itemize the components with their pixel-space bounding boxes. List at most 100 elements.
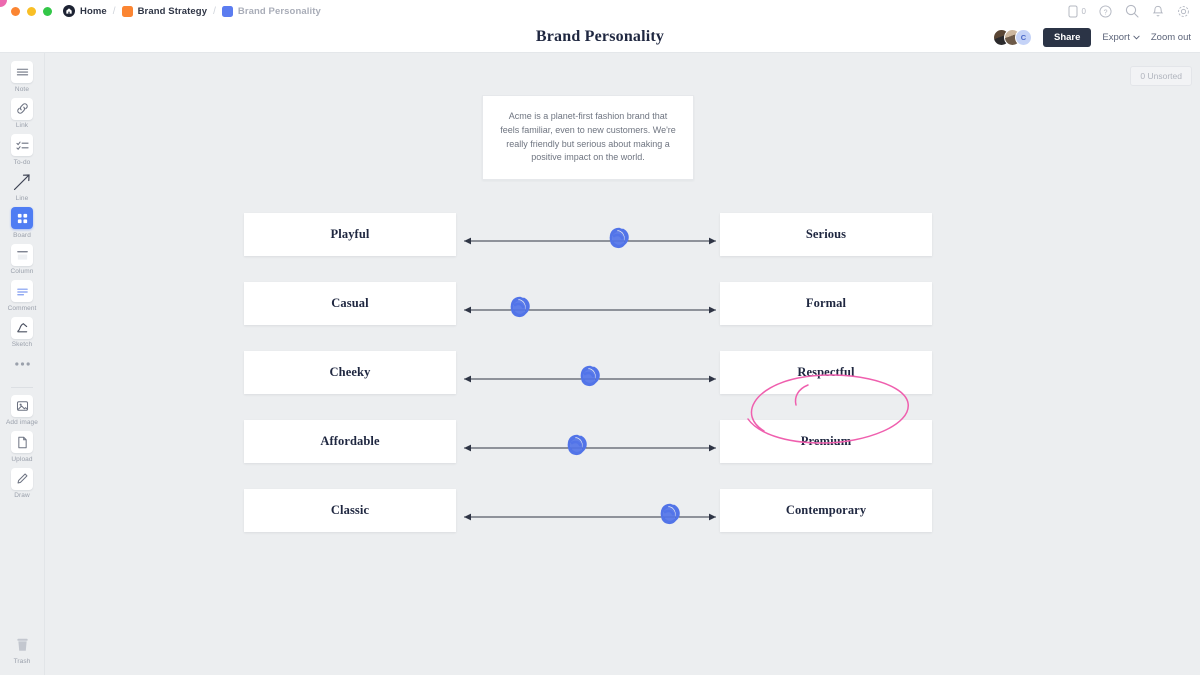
- slider-left-label: Classic: [330, 503, 370, 517]
- brand-description-note[interactable]: Acme is a planet-first fashion brand tha…: [482, 95, 694, 180]
- settings-icon[interactable]: [1177, 5, 1190, 18]
- slider-left-label: Cheeky: [329, 365, 371, 379]
- slider-axis[interactable]: [456, 227, 724, 248]
- unsorted-badge[interactable]: 0 Unsorted: [1130, 66, 1192, 86]
- avatar[interactable]: C: [1014, 29, 1032, 46]
- traffic-lights: [0, 6, 52, 16]
- page-title: Brand Personality: [535, 28, 665, 45]
- home-icon: [63, 5, 75, 17]
- slider-row: Classic: [46, 489, 1200, 558]
- slider-marker[interactable]: [562, 431, 592, 459]
- slider-marker[interactable]: [655, 500, 685, 528]
- export-button[interactable]: Export: [1102, 32, 1140, 43]
- slider-marker[interactable]: [575, 362, 605, 390]
- sidebar-item-link[interactable]: Link: [0, 97, 45, 129]
- tool-rail: Note Link To-do Line Board: [0, 53, 45, 675]
- sidebar-label-link: To-do: [13, 158, 31, 166]
- sidebar-label-column: Column: [10, 268, 34, 275]
- comment-icon: [11, 280, 33, 302]
- slider-right-label: Respectful: [797, 365, 855, 379]
- sidebar-label-line: Line: [15, 195, 29, 202]
- board-grid-icon: [11, 207, 33, 229]
- svg-text:?: ?: [1104, 9, 1108, 16]
- mobile-count: 0: [1081, 6, 1086, 16]
- notifications-icon[interactable]: [1152, 5, 1164, 18]
- slider-right-label: Formal: [805, 296, 847, 310]
- minimize-window-button[interactable]: [27, 6, 36, 16]
- upload-file-icon: [11, 431, 33, 453]
- slider-left-card[interactable]: Classic: [244, 489, 456, 532]
- zoom-out-button[interactable]: Zoom out: [1150, 32, 1191, 43]
- slider-right-card[interactable]: Serious: [720, 213, 932, 256]
- slider-right-card[interactable]: Respectful: [720, 351, 932, 394]
- sidebar-label-board: Board: [13, 231, 31, 239]
- page-header: Brand Personality C Share Export Zoom ou…: [0, 22, 1200, 53]
- slider-left-card[interactable]: Playful: [244, 213, 456, 256]
- slider-right-card[interactable]: Contemporary: [720, 489, 932, 532]
- slider-axis[interactable]: [456, 503, 724, 524]
- slider-left-card[interactable]: Affordable: [244, 420, 456, 463]
- sidebar-item-trash[interactable]: Trash: [0, 634, 45, 665]
- slider-axis[interactable]: [456, 434, 724, 455]
- breadcrumb-label-brand-personality: Brand Personality: [237, 5, 321, 17]
- slider-axis[interactable]: [456, 365, 724, 386]
- slider-row: Affordable: [46, 420, 1200, 489]
- sidebar-label-sketch: Sketch: [11, 341, 33, 348]
- breadcrumb-separator: /: [112, 5, 116, 17]
- mobile-icon[interactable]: 0: [1068, 5, 1086, 18]
- sidebar-item-sketch[interactable]: Sketch: [0, 316, 45, 348]
- slider-marker[interactable]: [505, 293, 535, 321]
- sidebar-item-upload[interactable]: Upload: [0, 431, 45, 463]
- slider-list: Playful: [46, 213, 1200, 558]
- slider-row: Casual: [46, 282, 1200, 351]
- more-dots-icon: [11, 353, 33, 375]
- sidebar-item-to-do[interactable]: To-do: [0, 134, 45, 166]
- sidebar-item-draw[interactable]: Draw: [0, 467, 45, 499]
- chevron-down-icon: [1133, 32, 1140, 43]
- sidebar-item-line[interactable]: Line: [0, 171, 45, 202]
- close-window-button[interactable]: [11, 6, 20, 16]
- slider-right-label: Contemporary: [785, 503, 867, 517]
- note-text: Acme is a planet-first fashion brand tha…: [500, 110, 676, 163]
- sidebar-item-comment[interactable]: Comment: [0, 280, 45, 312]
- help-icon[interactable]: ?: [1099, 4, 1112, 18]
- export-label: Export: [1102, 32, 1130, 43]
- rail-divider: [11, 386, 33, 388]
- slider-row: Cheeky: [46, 351, 1200, 420]
- sidebar-item-more[interactable]: [0, 353, 45, 378]
- sidebar-item-board[interactable]: Board: [0, 207, 45, 239]
- slider-left-label: Affordable: [320, 434, 380, 448]
- breadcrumb-item-brand-strategy[interactable]: Brand Strategy: [121, 5, 208, 17]
- breadcrumb-item-brand-personality[interactable]: Brand Personality: [221, 5, 321, 17]
- pencil-icon: [11, 467, 33, 490]
- slider-right-label: Premium: [800, 434, 852, 448]
- sidebar-item-column[interactable]: Column: [0, 243, 45, 275]
- sidebar-label-comment: Comment: [7, 304, 37, 312]
- trash-icon: [11, 634, 33, 656]
- slider-axis[interactable]: [456, 296, 724, 317]
- note-icon: [11, 61, 33, 83]
- board-canvas[interactable]: 0 Unsorted Acme is a planet-first fashio…: [46, 53, 1200, 675]
- share-button[interactable]: Share: [1042, 28, 1092, 47]
- breadcrumb-separator: /: [213, 5, 216, 17]
- corner-accent: [0, 0, 7, 7]
- sidebar-item-add-image[interactable]: Add image: [0, 394, 45, 426]
- link-icon: [11, 97, 33, 120]
- slider-right-card[interactable]: Premium: [720, 420, 932, 463]
- sidebar-item-note[interactable]: Note: [0, 61, 45, 93]
- slider-left-label: Playful: [330, 227, 370, 241]
- breadcrumb-label-home: Home: [80, 5, 107, 17]
- slider-row: Playful: [46, 213, 1200, 282]
- slider-left-card[interactable]: Casual: [244, 282, 456, 325]
- column-icon: [11, 243, 33, 266]
- slider-marker[interactable]: [604, 224, 634, 252]
- slider-left-card[interactable]: Cheeky: [244, 351, 456, 394]
- maximize-window-button[interactable]: [43, 6, 52, 16]
- slider-right-card[interactable]: Formal: [720, 282, 932, 325]
- search-icon[interactable]: [1125, 4, 1139, 18]
- folder-swatch-icon: [121, 5, 133, 17]
- collaborator-avatars[interactable]: C: [992, 29, 1032, 46]
- breadcrumb-item-home[interactable]: Home: [63, 5, 107, 17]
- header-actions: C Share Export Zoom out: [992, 22, 1191, 53]
